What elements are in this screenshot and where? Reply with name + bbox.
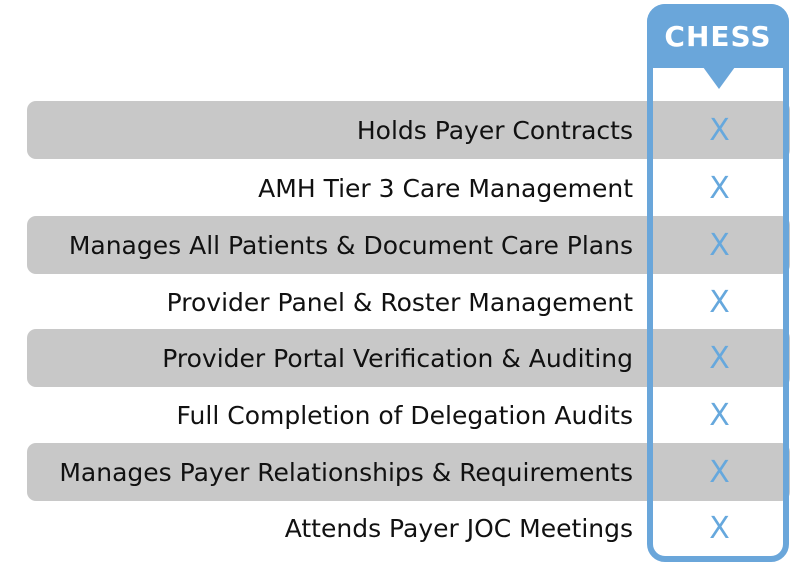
check-mark: X bbox=[709, 170, 730, 206]
check-mark: X bbox=[709, 454, 730, 490]
capability-label: Holds Payer Contracts bbox=[356, 115, 633, 145]
check-mark: X bbox=[709, 284, 730, 320]
capability-label: Provider Portal Verification & Auditing bbox=[162, 343, 633, 373]
capability-label: Attends Payer JOC Meetings bbox=[284, 513, 633, 543]
capability-label: Full Completion of Delegation Audits bbox=[176, 400, 633, 430]
capability-row: Provider Portal Verification & Auditing … bbox=[27, 329, 790, 387]
capability-row: Full Completion of Delegation Audits X bbox=[27, 386, 790, 444]
check-mark: X bbox=[709, 227, 730, 263]
column-title: CHESS bbox=[664, 19, 772, 53]
check-mark: X bbox=[709, 112, 730, 148]
capability-row: Provider Panel & Roster Management X bbox=[27, 273, 790, 331]
capability-label: Manages All Patients & Document Care Pla… bbox=[68, 230, 633, 260]
header-pointer-icon bbox=[703, 67, 735, 89]
capability-label: Provider Panel & Roster Management bbox=[166, 287, 633, 317]
check-mark: X bbox=[709, 397, 730, 433]
capability-row: Manages Payer Relationships & Requiremen… bbox=[27, 443, 790, 501]
capability-row: Holds Payer Contracts X bbox=[27, 101, 790, 159]
check-mark: X bbox=[709, 340, 730, 376]
capability-row: AMH Tier 3 Care Management X bbox=[27, 159, 790, 217]
check-mark: X bbox=[709, 510, 730, 546]
capability-row: Attends Payer JOC Meetings X bbox=[27, 499, 790, 557]
column-header: CHESS bbox=[647, 4, 789, 68]
capability-label: AMH Tier 3 Care Management bbox=[258, 173, 633, 203]
capability-label: Manages Payer Relationships & Requiremen… bbox=[59, 457, 633, 487]
capability-row: Manages All Patients & Document Care Pla… bbox=[27, 216, 790, 274]
